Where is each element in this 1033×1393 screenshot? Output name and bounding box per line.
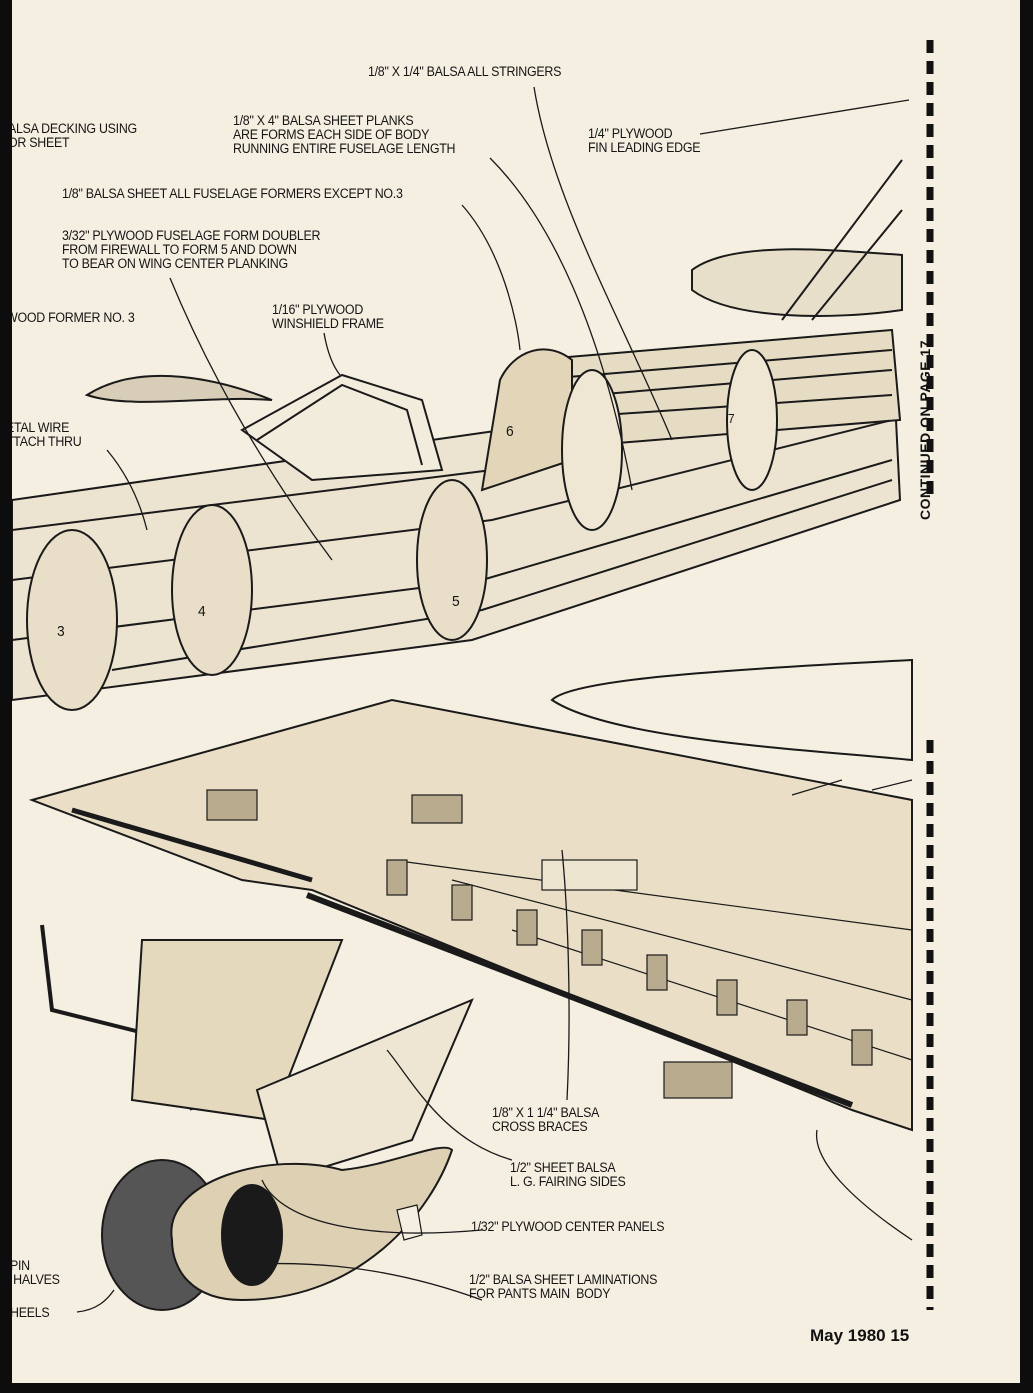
label-center-panels: 1/32" PLYWOOD CENTER PANELS (471, 1219, 665, 1234)
page-folio: May 1980 15 (810, 1326, 910, 1345)
airframe-cutaway-drawing (12, 40, 934, 1313)
former-number-5: 5 (452, 593, 460, 610)
former-number-6: 6 (506, 423, 514, 440)
fuselage (12, 328, 902, 711)
former-number-7: 7 (728, 411, 735, 426)
continued-on-page-note: CONTINUED ON PAGE 17 (917, 339, 933, 520)
label-decking: ALSA DECKING USING OR SHEET (12, 121, 137, 150)
label-fairing-sides: 1/2" SHEET BALSA L. G. FAIRING SIDES (510, 1160, 626, 1189)
wing (28, 658, 913, 1132)
label-stringers: 1/8" X 1/4" BALSA ALL STRINGERS (368, 64, 562, 79)
label-form-doubler: 3/32" PLYWOOD FUSELAGE FORM DOUBLER FROM… (62, 228, 321, 271)
label-windshield-frame: 1/16" PLYWOOD WINSHIELD FRAME (272, 302, 384, 331)
magazine-page: 1/8" X 1/4" BALSA ALL STRINGERS ALSA DEC… (12, 0, 1020, 1383)
label-laminations: 1/2" BALSA SHEET LAMINATIONS FOR PANTS M… (469, 1272, 658, 1301)
label-fuselage-formers: 1/8" BALSA SHEET ALL FUSELAGE FORMERS EX… (62, 186, 403, 201)
former-number-3: 3 (57, 623, 65, 640)
label-former-3: WOOD FORMER NO. 3 (12, 310, 135, 325)
tail-section (691, 159, 903, 321)
leader-lines (76, 86, 913, 1313)
label-pin-halves: PIN HALVES (12, 1258, 60, 1287)
label-fin-leading-edge: 1/4" PLYWOOD FIN LEADING EDGE (588, 126, 701, 155)
former-number-4: 4 (198, 603, 206, 620)
label-cross-braces: 1/8" X 1 1/4" BALSA CROSS BRACES (492, 1105, 600, 1134)
label-sheet-planks: 1/8" X 4" BALSA SHEET PLANKS ARE FORMS E… (233, 113, 456, 156)
landing-gear (40, 924, 474, 1311)
label-wheels: HEELS (12, 1305, 50, 1320)
